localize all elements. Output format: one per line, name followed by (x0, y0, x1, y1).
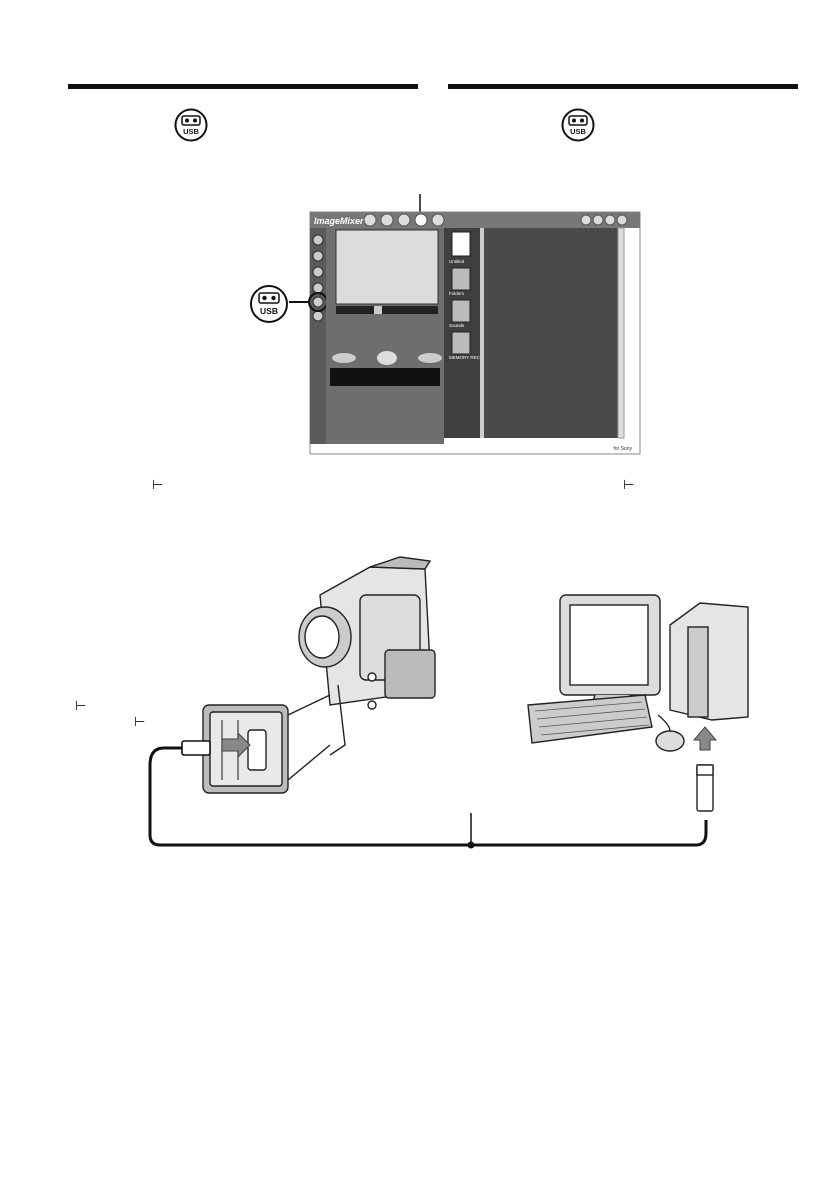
usb-cable-icon (148, 746, 708, 847)
imagemixer-window: ImageMixer Untitled Folders (289, 194, 641, 455)
svg-text:Untitled: Untitled (449, 259, 465, 264)
left-column-rule (68, 84, 418, 89)
usb-badge-icon: USB (174, 108, 208, 142)
folder-list[interactable]: Untitled Folders Sounds MEMORY REC (449, 231, 481, 360)
svg-text:MEMORY REC: MEMORY REC (449, 355, 481, 360)
usb-symbol-icon: ⊢ (134, 715, 146, 730)
svg-text:Folders: Folders (449, 291, 465, 296)
usb-symbol-icon: ⊢ (75, 699, 87, 714)
svg-text:USB: USB (260, 306, 278, 316)
arrow-right-icon (221, 731, 251, 759)
app-footer: for Sony (613, 446, 632, 452)
camcorder-illustration (298, 556, 436, 756)
svg-text:USB: USB (183, 127, 199, 136)
app-title: ImageMixer (314, 216, 364, 226)
usb-badge-icon: USB (561, 108, 595, 142)
arrow-up-icon (692, 726, 718, 751)
sidebar-mode-icons[interactable] (312, 234, 324, 322)
computer-illustration (527, 594, 749, 812)
usb-badge-icon: USB (250, 285, 288, 323)
toolbar-buttons[interactable] (363, 213, 628, 227)
svg-text:USB: USB (570, 127, 586, 136)
right-column-rule (448, 84, 798, 89)
usb-symbol-icon: ⊢ (152, 478, 164, 493)
connection-illustration (148, 556, 749, 849)
playback-controls[interactable] (332, 351, 442, 365)
svg-text:Sounds: Sounds (449, 323, 465, 328)
usb-symbol-icon: ⊢ (623, 478, 635, 493)
